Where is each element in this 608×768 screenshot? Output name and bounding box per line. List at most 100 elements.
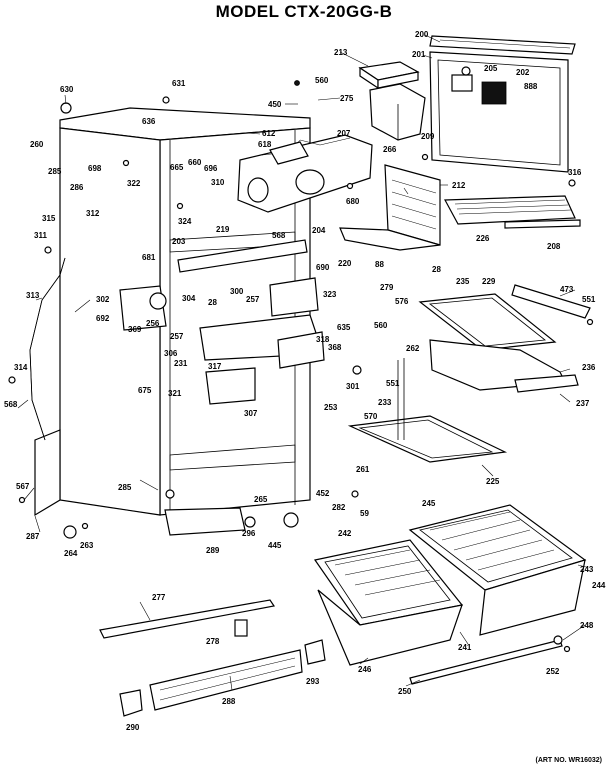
callout-369: 369: [128, 325, 142, 334]
lower-parts: [99, 507, 563, 717]
ice-tray-bucket: [358, 61, 426, 141]
callout-219: 219: [216, 225, 230, 234]
callout-242: 242: [338, 529, 352, 538]
callout-59: 59: [360, 509, 369, 518]
callout-263: 263: [80, 541, 94, 550]
callout-315: 315: [42, 214, 56, 223]
callout-322: 322: [127, 179, 141, 188]
callout-204: 204: [312, 226, 326, 235]
callout-318: 318: [316, 335, 330, 344]
callout-243: 243: [580, 565, 594, 574]
callout-275: 275: [340, 94, 354, 103]
callout-252: 252: [546, 667, 560, 676]
fresh-food-shelf: [347, 358, 508, 463]
callout-314: 314: [14, 363, 28, 372]
callout-261: 261: [356, 465, 370, 474]
callout-635: 635: [337, 323, 351, 332]
evaporator-fan-housing: [237, 134, 373, 213]
callout-612: 612: [262, 129, 276, 138]
callout-285b: 285: [118, 483, 132, 492]
callout-290: 290: [126, 723, 140, 732]
callout-209: 209: [421, 132, 435, 141]
callout-203: 203: [172, 237, 186, 246]
callout-241: 241: [458, 643, 472, 652]
callout-213: 213: [334, 48, 348, 57]
callout-208: 208: [547, 242, 561, 251]
callout-labels: 200 201 205 202 888 213 560 275 450 630 …: [4, 30, 606, 732]
callout-300: 300: [230, 287, 244, 296]
callout-287: 287: [26, 532, 40, 541]
callout-368: 368: [328, 343, 342, 352]
callout-246: 246: [358, 665, 372, 674]
callout-256: 256: [146, 319, 160, 328]
cabinet-body: [34, 107, 311, 517]
callout-236: 236: [582, 363, 596, 372]
callout-296: 296: [242, 529, 256, 538]
callout-312: 312: [86, 209, 100, 218]
callout-306: 306: [164, 349, 178, 358]
leader-lines: [17, 34, 587, 691]
callout-229: 229: [482, 277, 496, 286]
callout-665: 665: [170, 163, 184, 172]
callout-311: 311: [34, 231, 47, 240]
callout-698: 698: [88, 164, 102, 173]
callout-452: 452: [316, 489, 330, 498]
callout-692: 692: [96, 314, 110, 323]
callout-212: 212: [452, 181, 466, 190]
callout-25: 28: [208, 298, 217, 307]
callout-690: 690: [316, 263, 330, 272]
callout-282: 282: [332, 503, 346, 512]
callout-618: 618: [258, 140, 272, 149]
control-assembly: [119, 239, 325, 405]
freezer-shelf-assembly: [339, 164, 581, 251]
callout-233: 233: [378, 398, 392, 407]
callout-245: 245: [422, 499, 436, 508]
callout-226: 226: [476, 234, 490, 243]
callout-264: 264: [64, 549, 78, 558]
callout-253: 253: [324, 403, 338, 412]
callout-257b: 257: [170, 332, 184, 341]
callout-285a: 285: [48, 167, 62, 176]
callout-631: 631: [172, 79, 186, 88]
callout-317: 317: [208, 362, 222, 371]
callout-211: 316: [568, 168, 582, 177]
callout-260: 260: [30, 140, 44, 149]
callout-450: 450: [268, 100, 282, 109]
callout-289: 289: [206, 546, 220, 555]
callout-286: 286: [70, 183, 84, 192]
callout-324: 324: [178, 217, 192, 226]
diagram-title: MODEL CTX-20GG-B: [215, 2, 393, 21]
callout-696: 696: [204, 164, 218, 173]
callout-630: 630: [60, 85, 74, 94]
callout-257a: 257: [246, 295, 260, 304]
freezer-door-assembly: [429, 35, 576, 173]
callout-202: 202: [516, 68, 530, 77]
callout-88: 88: [375, 260, 384, 269]
small-fasteners: [8, 80, 594, 653]
callout-473: 473: [560, 285, 574, 294]
callout-551b: 551: [386, 379, 400, 388]
callout-200: 200: [415, 30, 429, 39]
callout-266: 266: [383, 145, 397, 154]
callout-560b: 560: [374, 321, 388, 330]
callout-235: 235: [456, 277, 470, 286]
callout-265: 265: [254, 495, 268, 504]
callout-680: 680: [346, 197, 360, 206]
callout-321: 321: [168, 389, 182, 398]
callout-636: 636: [142, 117, 156, 126]
callout-205: 205: [484, 64, 498, 73]
callout-304: 304: [182, 294, 196, 303]
callout-568a: 568: [272, 231, 286, 240]
callout-278: 278: [206, 637, 220, 646]
callout-310: 310: [211, 178, 225, 187]
art-number: (ART NO. WR16032): [535, 757, 602, 764]
callout-293: 293: [306, 677, 320, 686]
callout-288: 288: [222, 697, 236, 706]
callout-681: 681: [142, 253, 156, 262]
callout-313: 313: [26, 291, 40, 300]
callout-567: 567: [16, 482, 30, 491]
callout-570: 570: [364, 412, 378, 421]
callout-262: 262: [406, 344, 420, 353]
callout-237: 237: [576, 399, 590, 408]
